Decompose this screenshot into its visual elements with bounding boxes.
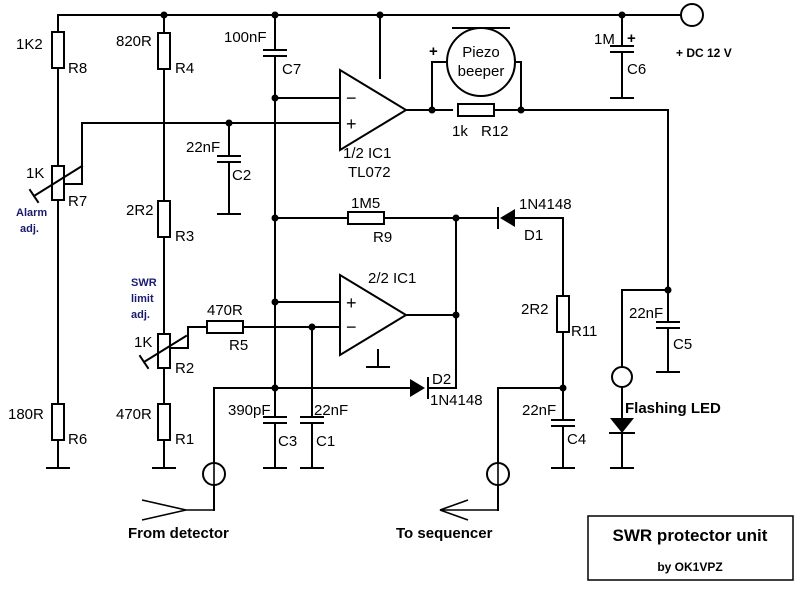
- r2-adjust-arrow: [142, 334, 188, 364]
- d2-ref-label: D2: [432, 371, 451, 388]
- c6-capacitor: [610, 45, 634, 53]
- ic1b-minus-sign: −: [346, 317, 357, 337]
- r8-resistor: [51, 31, 65, 69]
- piezo-beeper: [446, 27, 516, 97]
- ground-symbols: [46, 97, 680, 469]
- d2-type-label: 1N4148: [430, 392, 483, 409]
- ic1a-opamp: [339, 68, 408, 152]
- r2-value-label: 1K: [134, 334, 152, 351]
- c4-capacitor: [551, 419, 575, 427]
- d2-diode: [410, 377, 429, 399]
- to-sequencer-label: To sequencer: [396, 525, 493, 542]
- piezo-label-line2: beeper: [458, 63, 505, 80]
- ic1b-opamp: [339, 273, 408, 357]
- c3-capacitor: [263, 416, 287, 424]
- from-detector-label: From detector: [128, 525, 229, 542]
- r4-ref-label: R4: [175, 60, 194, 77]
- r6-value-label: 180R: [8, 406, 44, 423]
- ic1b-ref-label: 2/2 IC1: [368, 270, 416, 287]
- c7-capacitor: [263, 49, 287, 57]
- ic1b-plus-sign: +: [346, 293, 357, 313]
- wiring: [57, 3, 704, 511]
- r12-value-label: 1k: [452, 123, 468, 140]
- r5-resistor: [206, 320, 244, 334]
- swr-adj-label-line1: SWR: [131, 277, 157, 289]
- c1-value-label: 22nF: [314, 402, 348, 419]
- title-box: [587, 515, 794, 581]
- schematic-title: SWR protector unit: [613, 526, 768, 545]
- r1-resistor: [157, 403, 171, 441]
- r2-potentiometer: [157, 333, 171, 369]
- d1-diode: [497, 207, 515, 229]
- junction-dots: [160, 11, 672, 392]
- d1-ref-label: D1: [524, 227, 543, 244]
- c6-value-label: 1M: [594, 31, 615, 48]
- from-detector-connector: [141, 462, 226, 521]
- r11-ref-label: R11: [571, 323, 597, 340]
- r1-value-label: 470R: [116, 406, 152, 423]
- r7-ref-label: R7: [68, 193, 87, 210]
- r9-value-label: 1M5: [351, 195, 380, 212]
- r11-resistor: [556, 295, 570, 333]
- piezo-label-line1: Piezo: [462, 44, 500, 61]
- r4-value-label: 820R: [116, 33, 152, 50]
- c4-ref-label: C4: [567, 431, 586, 448]
- ic1a-ref-label: 1/2 IC1: [343, 145, 391, 162]
- r12-resistor: [457, 103, 495, 117]
- alarm-adj-label-line1: Alarm: [16, 207, 47, 219]
- to-sequencer-connector: [439, 462, 510, 521]
- swr-adj-label-line2: limit: [131, 293, 154, 305]
- c7-value-label: 100nF: [224, 29, 267, 46]
- alarm-adj-label-line2: adj.: [20, 223, 39, 235]
- r8-ref-label: R8: [68, 60, 87, 77]
- c4-value-label: 22nF: [522, 402, 556, 419]
- c5-value-label: 22nF: [629, 305, 663, 322]
- r6-ref-label: R6: [68, 431, 87, 448]
- r3-resistor: [157, 200, 171, 238]
- r9-ref-label: R9: [373, 229, 392, 246]
- r7-adjust-arrow: [32, 164, 84, 198]
- c2-ref-label: C2: [232, 167, 251, 184]
- swr-adj-label-line3: adj.: [131, 309, 150, 321]
- flashing-led: [609, 366, 635, 434]
- r2-ref-label: R2: [175, 360, 194, 377]
- ic1a-minus-sign: −: [346, 88, 357, 108]
- c6-plus-sign: +: [627, 30, 636, 47]
- supply-voltage-label: + DC 12 V: [676, 46, 732, 60]
- r5-ref-label: R5: [229, 337, 248, 354]
- d1-type-label: 1N4148: [519, 196, 572, 213]
- ic1a-type-label: TL072: [348, 164, 391, 181]
- r5-value-label: 470R: [207, 302, 243, 319]
- flashing-led-label: Flashing LED: [625, 400, 721, 417]
- r3-value-label: 2R2: [126, 202, 154, 219]
- c1-ref-label: C1: [316, 433, 335, 450]
- c7-ref-label: C7: [282, 61, 301, 78]
- c6-ref-label: C6: [627, 61, 646, 78]
- schematic-author: by OK1VPZ: [657, 560, 722, 574]
- r11-value-label: 2R2: [521, 301, 549, 318]
- c5-capacitor: [656, 321, 680, 329]
- r12-ref-label: R12: [481, 123, 509, 140]
- piezo-plus-sign: +: [429, 43, 438, 60]
- c2-capacitor: [217, 155, 241, 163]
- ic1a-plus-sign: +: [346, 114, 357, 134]
- c1-capacitor: [300, 416, 324, 424]
- r1-ref-label: R1: [175, 431, 194, 448]
- r8-value-label: 1K2: [16, 36, 43, 53]
- r3-ref-label: R3: [175, 228, 194, 245]
- c5-ref-label: C5: [673, 336, 692, 353]
- r9-resistor: [347, 211, 385, 225]
- r6-resistor: [51, 403, 65, 441]
- c3-value-label: 390pF: [228, 402, 271, 419]
- r4-resistor: [157, 32, 171, 70]
- c3-ref-label: C3: [278, 433, 297, 450]
- c2-value-label: 22nF: [186, 139, 220, 156]
- r7-potentiometer: [51, 165, 65, 201]
- r7-value-label: 1K: [26, 165, 44, 182]
